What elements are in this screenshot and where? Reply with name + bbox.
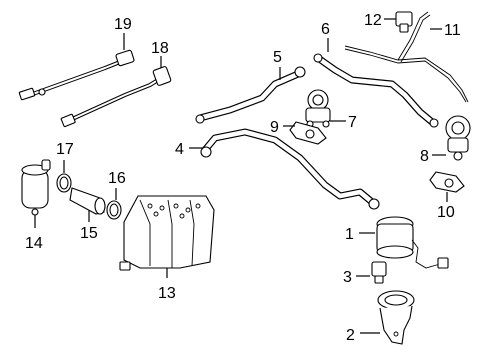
part-3-connector <box>371 261 387 284</box>
callout-14: 14 <box>25 235 43 252</box>
part-17-clamp <box>56 173 72 193</box>
part-10-gasket <box>429 171 465 193</box>
callout-13: 13 <box>158 285 176 302</box>
part-11-vacuum-lines <box>344 11 469 103</box>
callout-8: 8 <box>420 148 429 165</box>
callout-5: 5 <box>273 49 282 66</box>
callout-2: 2 <box>346 327 355 344</box>
part-19-oxygen-sensor <box>18 49 135 101</box>
callout-19: 19 <box>114 16 132 33</box>
part-14-air-valve <box>21 159 51 216</box>
part-15-hose-connector <box>69 187 106 215</box>
callout-1: 1 <box>345 226 354 243</box>
callout-6: 6 <box>321 21 330 38</box>
callout-18: 18 <box>151 40 169 57</box>
part-2-bracket <box>377 290 415 345</box>
part-12-solenoid-valve <box>395 11 413 33</box>
callout-16: 16 <box>108 170 126 187</box>
part-5-air-pipe <box>195 66 306 124</box>
callout-4: 4 <box>175 141 184 158</box>
part-8-valve <box>445 115 471 161</box>
part-6-air-hose <box>313 53 439 128</box>
part-18-oxygen-sensor <box>60 66 172 128</box>
part-13-canister <box>119 195 215 271</box>
callout-15: 15 <box>80 225 98 242</box>
callout-10: 10 <box>437 204 455 221</box>
callout-12: 12 <box>364 12 382 29</box>
part-4-air-pipe <box>200 128 380 210</box>
callout-17: 17 <box>56 141 74 158</box>
part-16-clamp <box>106 200 122 220</box>
part-1-air-pump <box>376 216 449 269</box>
callout-11: 11 <box>444 22 461 39</box>
part-7-check-valve <box>305 89 331 128</box>
callout-7: 7 <box>348 114 357 131</box>
callout-9: 9 <box>270 119 279 136</box>
part-9-gasket <box>289 121 327 145</box>
callout-3: 3 <box>343 269 352 286</box>
